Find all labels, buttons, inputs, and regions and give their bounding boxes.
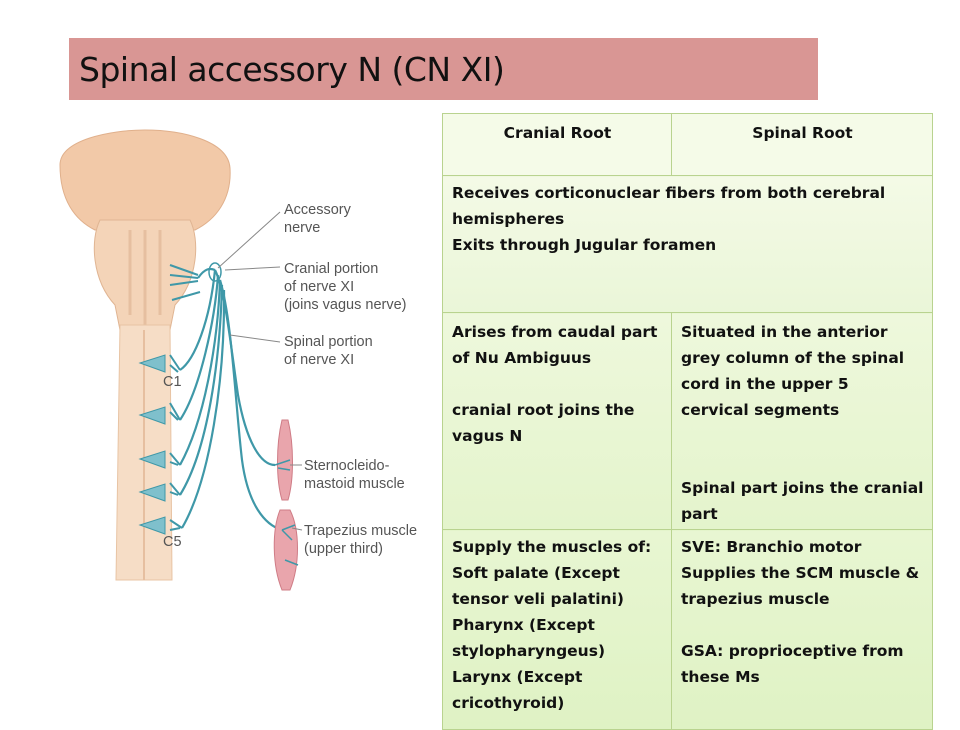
- label-scm-1: Sternocleido-: [304, 458, 390, 474]
- table-row-origin: Arises from caudal part of Nu Ambiguus c…: [442, 312, 933, 530]
- common-line: Exits through Jugular foramen: [452, 236, 717, 254]
- common-cell: Receives corticonuclear fibers from both…: [442, 175, 933, 313]
- table-row-common: Receives corticonuclear fibers from both…: [442, 175, 933, 313]
- accessory-nerve-illustration: Accessory nerve Cranial portion of nerve…: [59, 129, 417, 591]
- cell-line: Soft palate (Except: [452, 564, 620, 582]
- label-c5: C5: [163, 534, 182, 550]
- cell-line: grey column of the spinal: [681, 349, 905, 367]
- cell-line: Supply the muscles of:: [452, 538, 652, 556]
- cell-line: Supplies the SCM muscle &: [681, 564, 920, 582]
- table-row-supply: Supply the muscles of: Soft palate (Exce…: [442, 529, 933, 730]
- common-line: Receives corticonuclear fibers from both…: [452, 184, 886, 202]
- label-c1: C1: [163, 374, 182, 390]
- cell-line: stylopharyngeus): [452, 642, 606, 660]
- cell-line: cord in the upper 5: [681, 375, 849, 393]
- label-cranial-portion-1: Cranial portion: [284, 261, 378, 277]
- origin-spinal-cell: Situated in the anterior grey column of …: [671, 312, 933, 530]
- scm-muscle-shape: [277, 419, 293, 501]
- brain-shape: [59, 129, 231, 231]
- cell-line: SVE: Branchio motor: [681, 538, 862, 556]
- cell-line: vagus N: [452, 427, 523, 445]
- cell-line: Spinal part joins the cranial: [681, 479, 924, 497]
- cell-line: tensor veli palatini): [452, 590, 624, 608]
- cell-line: cranial root joins the: [452, 401, 635, 419]
- cell-line: Arises from caudal part: [452, 323, 658, 341]
- comparison-table: Cranial Root Spinal Root Receives cortic…: [442, 113, 933, 730]
- label-spinal-portion-1: Spinal portion: [284, 334, 373, 350]
- cell-line: cervical segments: [681, 401, 840, 419]
- cell-line: cricothyroid): [452, 694, 565, 712]
- supply-spinal-cell: SVE: Branchio motor Supplies the SCM mus…: [671, 529, 933, 730]
- label-trapezius-2: (upper third): [304, 541, 383, 557]
- header-spinal-root: Spinal Root: [671, 113, 933, 176]
- label-accessory-nerve-1: Accessory: [284, 202, 352, 218]
- label-cranial-portion-2: of nerve XI: [284, 279, 354, 295]
- slide-title: Spinal accessory N (CN XI): [79, 49, 505, 89]
- origin-cranial-cell: Arises from caudal part of Nu Ambiguus c…: [442, 312, 672, 530]
- label-spinal-portion-2: of nerve XI: [284, 352, 354, 368]
- label-accessory-nerve-2: nerve: [284, 220, 320, 236]
- cell-line: trapezius muscle: [681, 590, 830, 608]
- cell-line: Larynx (Except: [452, 668, 583, 686]
- supply-cranial-cell: Supply the muscles of: Soft palate (Exce…: [442, 529, 672, 730]
- slide-title-bar: Spinal accessory N (CN XI): [69, 38, 818, 100]
- cell-line: GSA: proprioceptive from: [681, 642, 904, 660]
- cell-line: of Nu Ambiguus: [452, 349, 592, 367]
- common-line: hemispheres: [452, 210, 565, 228]
- cell-line: Pharynx (Except: [452, 616, 595, 634]
- trapezius-muscle-shape: [273, 509, 298, 591]
- label-trapezius-1: Trapezius muscle: [304, 523, 417, 539]
- label-cranial-portion-3: (joins vagus nerve): [284, 297, 407, 313]
- header-cranial-root: Cranial Root: [442, 113, 672, 176]
- cell-line: part: [681, 505, 718, 523]
- cell-line: Situated in the anterior: [681, 323, 888, 341]
- cell-line: these Ms: [681, 668, 760, 686]
- label-scm-2: mastoid muscle: [304, 476, 405, 492]
- table-header-row: Cranial Root Spinal Root: [442, 113, 933, 176]
